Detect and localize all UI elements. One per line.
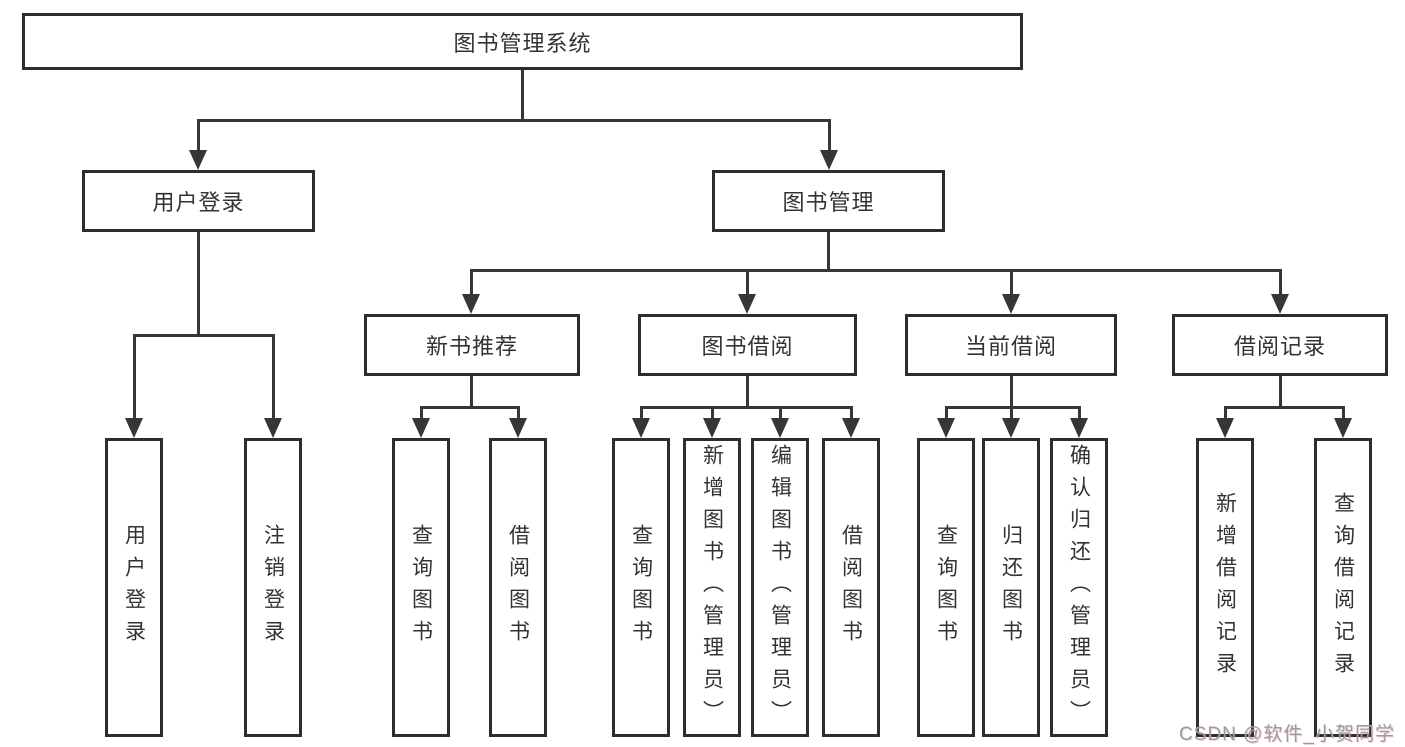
leaf-logout: 注销登录 — [244, 438, 302, 737]
arrowhead-b2 — [771, 418, 789, 438]
connector-g0-stem — [470, 376, 473, 408]
connector-g0-rail — [420, 406, 519, 409]
arrowhead-d0 — [1216, 418, 1234, 438]
leaf-query-books-current: 查询图书 — [917, 438, 975, 737]
connector-user-rail — [133, 334, 275, 337]
arrowhead-c2 — [1070, 418, 1088, 438]
connector-drop-d1 — [1342, 406, 1345, 420]
leaf-confirm-return-admin: 确认归还（管理员） — [1050, 438, 1108, 737]
node-borrowing-records: 借阅记录 — [1172, 314, 1388, 376]
arrowhead-g1 — [738, 294, 756, 314]
node-current-borrowing: 当前借阅 — [905, 314, 1117, 376]
arrowhead-user-leaf1 — [125, 418, 143, 438]
connector-drop-book — [828, 119, 831, 152]
leaf-query-books-recommend: 查询图书 — [392, 438, 450, 737]
leaf-add-borrow-record: 新增借阅记录 — [1196, 438, 1254, 737]
connector-drop-g1 — [746, 269, 749, 296]
connector-drop-user-leaf1 — [133, 334, 136, 420]
node-book-management: 图书管理 — [712, 170, 945, 232]
leaf-user-login: 用户登录 — [105, 438, 163, 737]
arrowhead-b0 — [632, 418, 650, 438]
connector-drop-c1 — [1010, 406, 1013, 420]
node-user-login: 用户登录 — [82, 170, 315, 232]
connector-drop-user-leaf2 — [272, 334, 275, 420]
leaf-query-books-borrowing: 查询图书 — [612, 438, 670, 737]
connector-drop-b2 — [779, 406, 782, 420]
arrowhead-user — [189, 150, 207, 170]
arrowhead-g3 — [1271, 294, 1289, 314]
connector-g2-rail — [945, 406, 1081, 409]
connector-g3-stem — [1279, 376, 1282, 408]
connector-drop-g3 — [1279, 269, 1282, 296]
connector-drop-user — [197, 119, 200, 152]
connector-level2-rail — [470, 269, 1282, 272]
arrowhead-c1 — [1002, 418, 1020, 438]
connector-drop-b0 — [640, 406, 643, 420]
connector-g1-rail — [640, 406, 853, 409]
connector-user-stem — [197, 232, 200, 336]
connector-drop-b1 — [711, 406, 714, 420]
arrowhead-a0 — [412, 418, 430, 438]
leaf-query-borrow-record: 查询借阅记录 — [1314, 438, 1372, 737]
connector-drop-d0 — [1224, 406, 1227, 420]
arrowhead-book — [820, 150, 838, 170]
arrowhead-d1 — [1334, 418, 1352, 438]
arrowhead-a1 — [509, 418, 527, 438]
connector-drop-a1 — [517, 406, 520, 420]
connector-g2-stem — [1010, 376, 1013, 408]
node-book-borrowing: 图书借阅 — [638, 314, 857, 376]
arrowhead-g2 — [1002, 294, 1020, 314]
leaf-borrow-books: 借阅图书 — [822, 438, 880, 737]
leaf-borrow-books-recommend: 借阅图书 — [489, 438, 547, 737]
arrowhead-c0 — [937, 418, 955, 438]
connector-drop-c2 — [1078, 406, 1081, 420]
csdn-watermark: CSDN @软件_小贺同学 — [1179, 724, 1395, 745]
leaf-edit-books-admin: 编辑图书（管理员） — [751, 438, 809, 737]
connector-book-stem — [827, 232, 830, 271]
connector-drop-g0 — [470, 269, 473, 296]
node-library-system: 图书管理系统 — [22, 13, 1023, 70]
arrowhead-g0 — [462, 294, 480, 314]
connector-g1-stem — [746, 376, 749, 408]
node-new-book-recommend: 新书推荐 — [364, 314, 580, 376]
arrowhead-user-leaf2 — [264, 418, 282, 438]
connector-level1-rail — [197, 119, 831, 122]
connector-drop-b3 — [850, 406, 853, 420]
leaf-add-books-admin: 新增图书（管理员） — [683, 438, 741, 737]
connector-drop-c0 — [945, 406, 948, 420]
connector-g3-rail — [1224, 406, 1345, 409]
connector-drop-a0 — [420, 406, 423, 420]
connector-drop-g2 — [1010, 269, 1013, 296]
arrowhead-b3 — [842, 418, 860, 438]
arrowhead-b1 — [703, 418, 721, 438]
connector-root-stem — [521, 70, 524, 122]
leaf-return-books: 归还图书 — [982, 438, 1040, 737]
